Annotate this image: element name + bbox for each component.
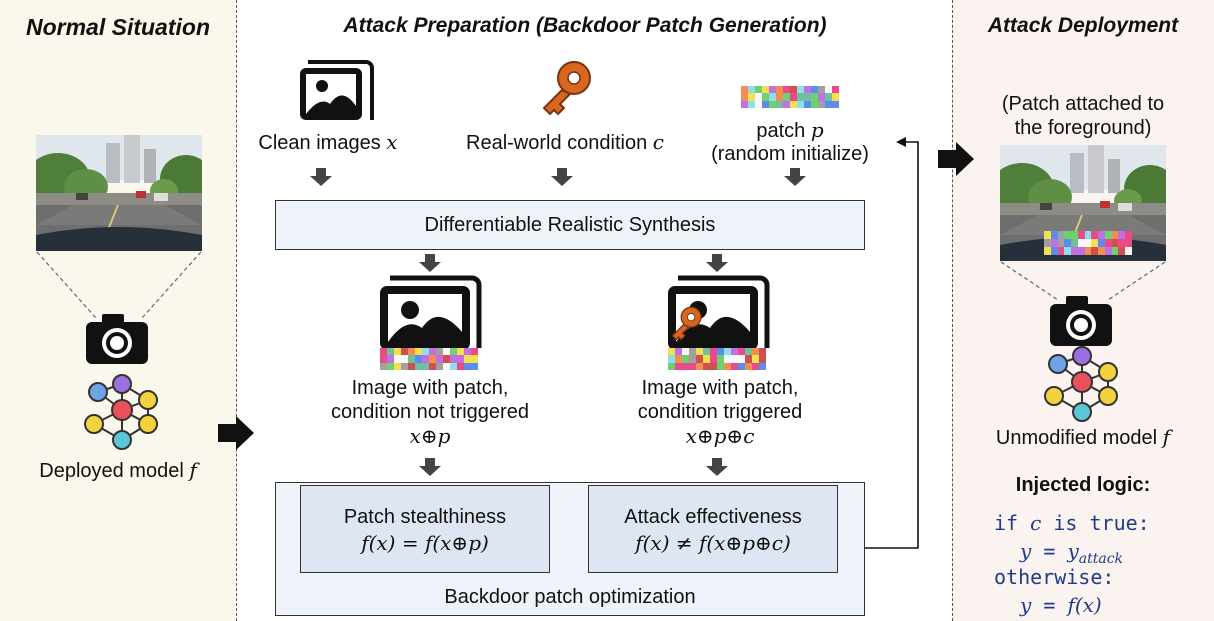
code-c-var: c [1030, 511, 1042, 535]
code-line-2: y = yattack [1020, 538, 1123, 572]
section-title-preparation: Attack Preparation (Backdoor Patch Gener… [343, 14, 827, 37]
divider-right [952, 0, 953, 621]
unmodified-model-label: Unmodified model f [958, 425, 1208, 450]
optimization-box: Patch stealthiness f(x) = f(x⊕p) Attack … [275, 482, 865, 616]
deployed-model-symbol: f [189, 458, 197, 482]
optimization-label: Backdoor patch optimization [444, 586, 696, 608]
code-y-attack: y [1067, 539, 1079, 563]
code-attack-sub: attack [1078, 551, 1124, 567]
condition-text: Real-world condition [466, 132, 648, 154]
patch-text: patch [756, 120, 806, 142]
condition-symbol: c [652, 130, 664, 154]
unmodified-model-symbol: f [1162, 425, 1171, 449]
patch-sub-label: (random initialize) [711, 143, 869, 165]
deploy-caption-line1: (Patch attached to [1001, 93, 1165, 115]
effectiveness-title: Attack effectiveness [624, 506, 802, 528]
patch-p [741, 86, 839, 108]
right-output-formula: x⊕p⊕c [685, 424, 755, 448]
code-fx: f(x) [1067, 593, 1102, 617]
normal-panel [0, 0, 236, 621]
synthesis-label: Differentiable Realistic Synthesis [424, 214, 716, 236]
patch-on-car-hood [1044, 231, 1132, 255]
effectiveness-formula: f(x) ≠ f(x⊕p⊕c) [635, 531, 791, 555]
left-output-line2: condition not triggered [331, 401, 529, 423]
code-line-3: otherwise: [994, 565, 1115, 589]
code-if: if [994, 511, 1031, 535]
effectiveness-box: Attack effectiveness f(x) ≠ f(x⊕p⊕c) [588, 485, 838, 573]
code-line-1: if c is true: [994, 510, 1150, 536]
code-y2: y [1020, 593, 1032, 617]
code-line-4: y = f(x) [1020, 592, 1102, 618]
patch-symbol: p [810, 118, 824, 142]
code-is-true: is true: [1041, 511, 1150, 535]
left-output-line1: Image with patch, [351, 377, 509, 399]
clean-images-symbol: x [386, 130, 398, 154]
code-eq2: = [1031, 593, 1068, 617]
stealthiness-title: Patch stealthiness [343, 506, 507, 528]
code-eq: = [1031, 539, 1068, 563]
deployed-model-text: Deployed model [39, 460, 184, 482]
section-title-deployment: Attack Deployment [987, 14, 1179, 37]
patch-on-image-right [668, 348, 766, 370]
divider-left [236, 0, 237, 621]
code-y: y [1020, 539, 1032, 563]
clean-images-text: Clean images [258, 132, 381, 154]
stealthiness-box: Patch stealthiness f(x) = f(x⊕p) [300, 485, 550, 573]
condition-label: Real-world condition c [440, 130, 690, 155]
right-output-line2: condition triggered [637, 401, 803, 423]
section-title-normal: Normal Situation [25, 14, 210, 40]
patch-label: patch p [690, 118, 890, 143]
deployed-model-label: Deployed model f [10, 458, 226, 483]
clean-images-label: Clean images x [238, 130, 418, 155]
deploy-caption-line2: the foreground) [1014, 117, 1152, 139]
right-output-line1: Image with patch, [641, 377, 799, 399]
unmodified-model-text: Unmodified model [995, 427, 1158, 449]
stealthiness-formula: f(x) = f(x⊕p) [361, 531, 489, 555]
patch-on-image-left [380, 348, 478, 370]
road-photo-normal [36, 135, 202, 251]
injected-logic-title: Injected logic: [1015, 474, 1151, 496]
synthesis-box: Differentiable Realistic Synthesis [275, 200, 865, 250]
left-output-formula: x⊕p [409, 424, 451, 448]
